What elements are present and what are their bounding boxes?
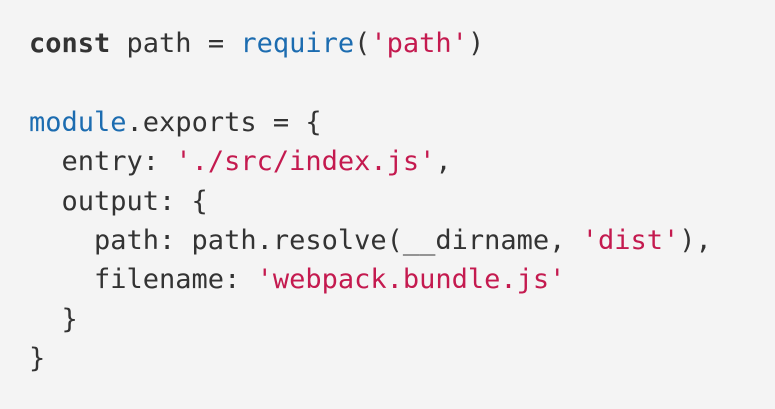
- code-text: (: [354, 28, 371, 59]
- string-literal: 'path': [370, 28, 468, 59]
- builtin-require: require: [240, 28, 355, 59]
- code-text: }: [29, 343, 46, 375]
- code-text: path: path.resolve(__dirname,: [29, 224, 582, 256]
- string-literal: './src/index.js': [175, 146, 436, 178]
- keyword-const: const: [29, 28, 111, 59]
- code-text: ): [467, 28, 485, 59]
- code-text: output: {: [29, 185, 208, 217]
- code-text: }: [29, 303, 78, 335]
- code-line-7: filename: 'webpack.bundle.js': [29, 260, 775, 299]
- string-literal: 'dist': [581, 224, 680, 256]
- code-line-1: const path = require('path'): [29, 24, 775, 63]
- code-line-3: module.exports = {: [29, 103, 775, 142]
- code-text: .exports = {: [126, 106, 322, 138]
- code-text: ,: [435, 146, 452, 178]
- code-line-2-blank: [29, 63, 775, 102]
- string-literal: 'webpack.bundle.js': [256, 264, 566, 296]
- code-line-6: path: path.resolve(__dirname, 'dist'),: [29, 221, 775, 260]
- code-text: entry:: [29, 146, 176, 178]
- code-line-8: }: [29, 300, 775, 339]
- code-text: path =: [110, 28, 241, 59]
- code-line-4: entry: './src/index.js',: [29, 142, 775, 181]
- code-text: filename:: [29, 264, 257, 296]
- code-text: ),: [679, 224, 712, 256]
- code-line-5: output: {: [29, 182, 775, 221]
- builtin-module: module: [29, 106, 127, 138]
- code-line-9: }: [29, 339, 775, 378]
